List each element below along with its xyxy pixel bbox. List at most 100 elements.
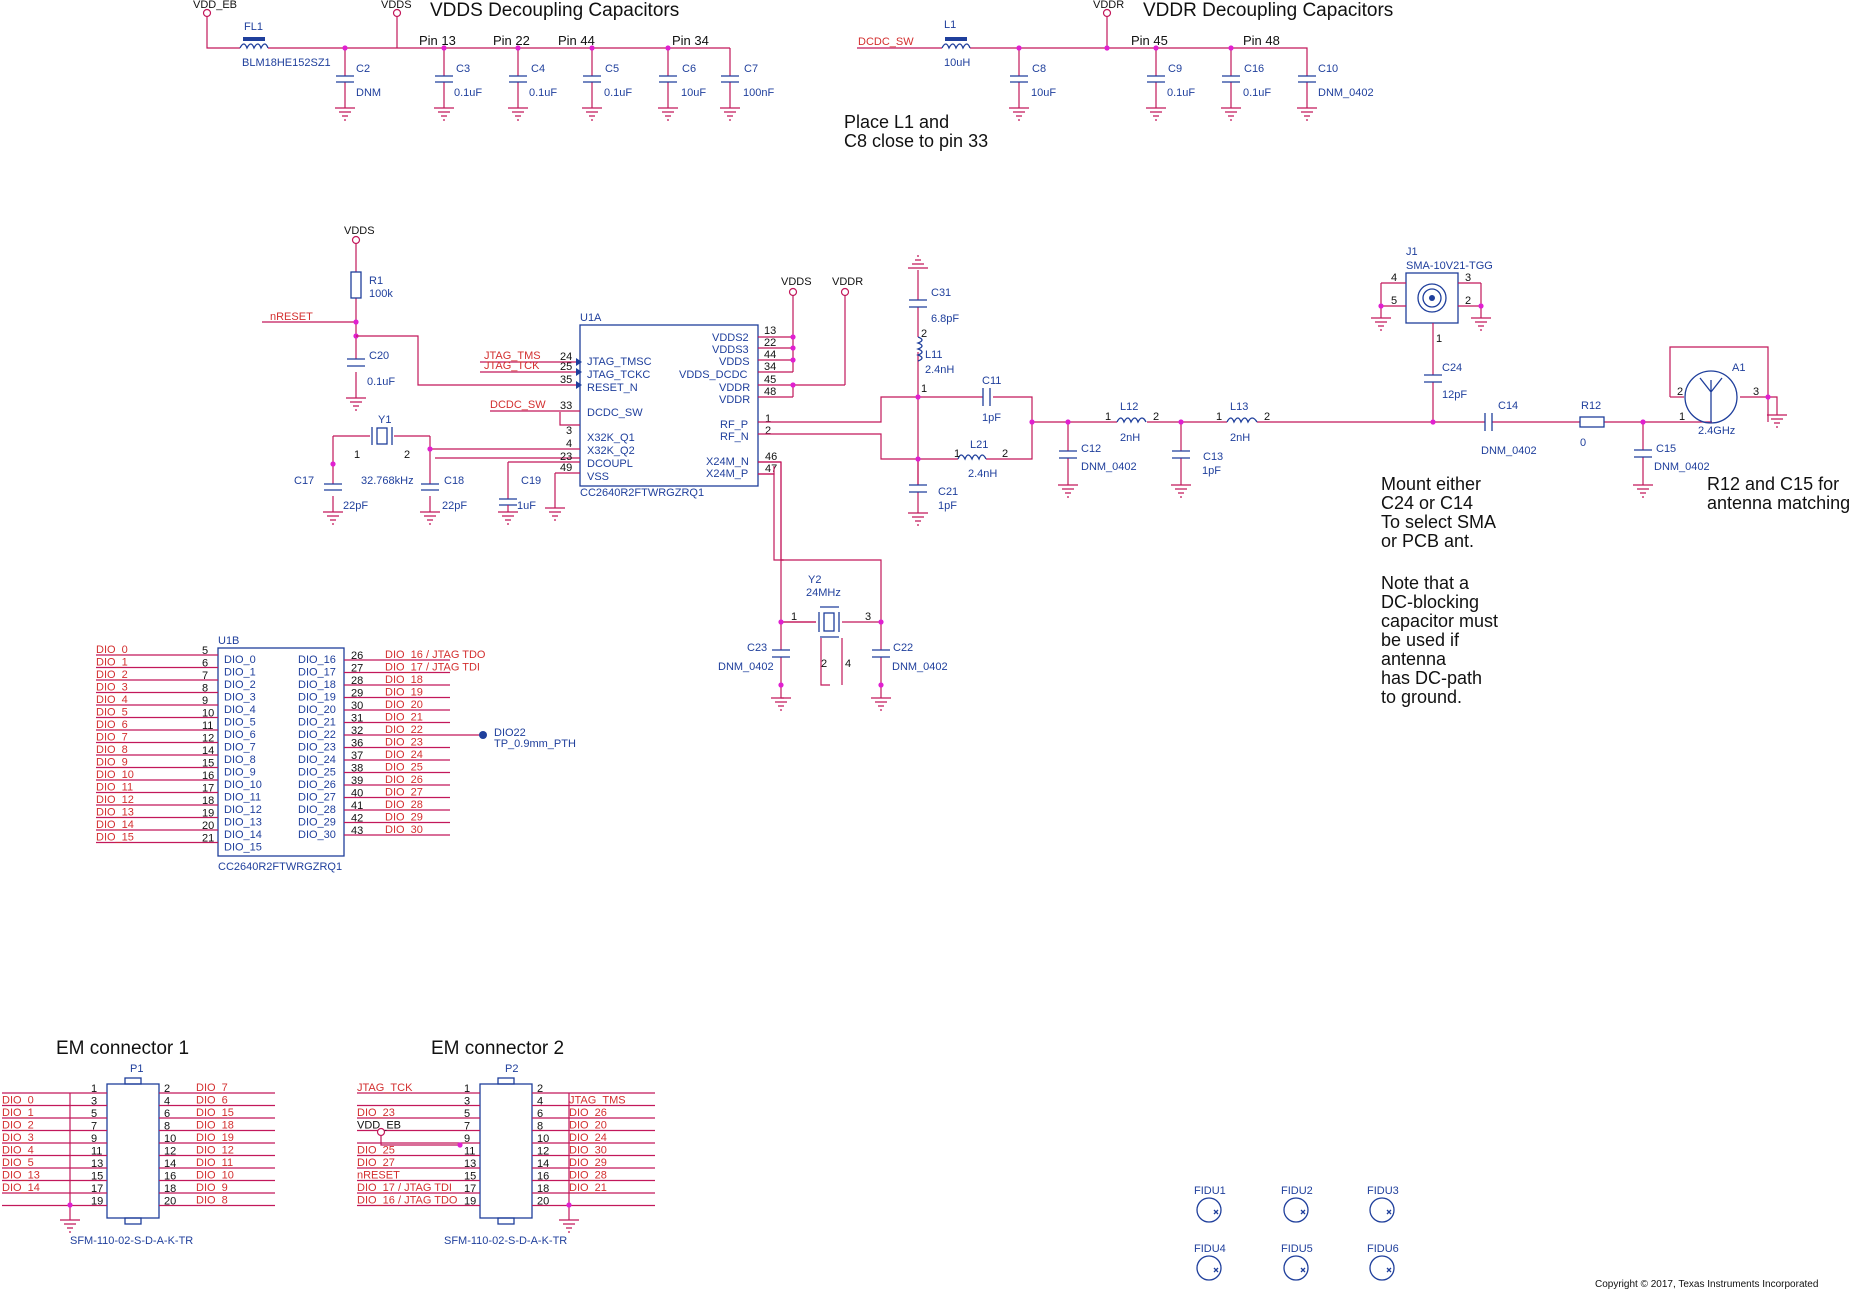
svg-text:1: 1 — [791, 611, 797, 623]
svg-text:J1: J1 — [1406, 246, 1418, 258]
u1b-left-pin-number: 10 — [202, 708, 214, 720]
u1b-left-netlabel: DIO_14 — [96, 819, 134, 831]
svg-text:VSS: VSS — [587, 471, 609, 483]
p1-right-netlabel: DIO_9 — [196, 1182, 228, 1194]
p2-right-pin-number: 4 — [537, 1096, 543, 1108]
u1b-right-pin-number: 36 — [351, 738, 363, 750]
l21-inductor — [957, 454, 987, 461]
vdd-eb-label: VDD_EB — [193, 0, 237, 11]
svg-text:1: 1 — [765, 413, 771, 425]
note-matching: R12 and C15 for antenna matching — [1707, 474, 1850, 513]
svg-text:4: 4 — [1391, 272, 1397, 284]
p1-left-pin-number: 11 — [91, 1146, 102, 1158]
svg-text:22pF: 22pF — [442, 500, 467, 512]
p2-right-netlabel: DIO_29 — [569, 1157, 607, 1169]
svg-text:C17: C17 — [294, 475, 314, 487]
antenna-icon — [1699, 377, 1723, 422]
u1b-left-netlabel: DIO_9 — [96, 757, 128, 769]
u1b-right-pin-number: 43 — [351, 825, 363, 837]
u1b-right-pin-number: 29 — [351, 688, 363, 700]
p1-left-netlabel: DIO_3 — [2, 1132, 34, 1144]
p1-left-pin-number: 5 — [91, 1108, 97, 1120]
svg-text:1: 1 — [921, 383, 927, 395]
svg-text:1pF: 1pF — [938, 500, 957, 512]
svg-text:C10: C10 — [1318, 63, 1338, 75]
p1-right-netlabel: DIO_11 — [196, 1157, 233, 1169]
heading-vddr: VDDR Decoupling Capacitors — [1143, 0, 1393, 21]
p1-right-netlabel: DIO_18 — [196, 1120, 234, 1132]
u1b-right-netlabel: DIO_30 — [385, 824, 423, 836]
j1-sma-connector — [1405, 272, 1459, 324]
vdds-power-symbol-reset — [351, 235, 361, 245]
u1b-right-netlabel: DIO_21 — [385, 712, 423, 724]
p1-left-pin-number: 15 — [91, 1171, 103, 1183]
u1b-left-pin-name: DIO_5 — [224, 717, 256, 729]
c12-capacitor — [1059, 450, 1077, 459]
vddr-bus-wire — [857, 47, 1308, 108]
svg-text:P1: P1 — [130, 1063, 143, 1075]
p1-right-netlabel: DIO_6 — [196, 1095, 228, 1107]
p2-right-pin-number: 18 — [537, 1183, 549, 1195]
svg-text:R12 and C15 for: R12 and C15 for — [1707, 474, 1839, 494]
u1b-left-pin-name: DIO_13 — [224, 817, 262, 829]
fiducial-label: FIDU5 — [1281, 1243, 1313, 1255]
svg-text:1: 1 — [354, 449, 360, 461]
svg-text:Pin 45: Pin 45 — [1131, 33, 1168, 48]
u1b-right-pin-name: DIO_29 — [298, 817, 336, 829]
svg-text:C15: C15 — [1656, 443, 1676, 455]
c23-capacitor — [772, 649, 790, 658]
fiducial-label: FIDU3 — [1367, 1185, 1399, 1197]
c19-capacitor — [499, 498, 517, 506]
svg-text:0.1uF: 0.1uF — [367, 376, 395, 388]
u1b-right-pin-name: DIO_28 — [298, 804, 336, 816]
p1-right-pin-number: 10 — [164, 1133, 176, 1145]
u1b-right-netlabel: DIO_25 — [385, 762, 423, 774]
c9-capacitor: Pin 45 C9 0.1uF — [1131, 33, 1195, 121]
svg-text:RF_N: RF_N — [720, 431, 749, 443]
svg-text:DNM_0402: DNM_0402 — [1318, 87, 1374, 99]
heading-em2: EM connector 2 — [431, 1038, 564, 1059]
p2-left-pin-number: 15 — [464, 1171, 476, 1183]
svg-text:C3: C3 — [456, 63, 470, 75]
p2-right-pin-number: 6 — [537, 1108, 543, 1120]
p2-right-pin-number: 12 — [537, 1146, 549, 1158]
svg-text:2: 2 — [1153, 411, 1159, 423]
u1b-left-netlabel: DIO_3 — [96, 682, 128, 694]
svg-text:C31: C31 — [931, 287, 951, 299]
u1b-right-netlabel: DIO_17 / JTAG TDI — [385, 662, 480, 674]
u1b-left-netlabel: DIO_15 — [96, 832, 134, 844]
u1b-right-pin-number: 41 — [351, 800, 363, 812]
svg-text:C8: C8 — [1032, 63, 1046, 75]
u1b-right-pin-name: DIO_30 — [298, 829, 336, 841]
svg-text:2: 2 — [1677, 386, 1683, 398]
u1b-left-pin-number: 17 — [202, 783, 214, 795]
svg-text:Note that a: Note that a — [1381, 573, 1470, 593]
svg-text:46: 46 — [765, 451, 777, 463]
p2-right-pin-number: 8 — [537, 1121, 543, 1133]
u1b-right-pin-name: DIO_19 — [298, 692, 336, 704]
p2-right-pin-number: 2 — [537, 1083, 543, 1095]
heading-vdds: VDDS Decoupling Capacitors — [430, 0, 679, 21]
p1-left-pin-number: 19 — [91, 1196, 103, 1208]
svg-text:C4: C4 — [531, 63, 545, 75]
svg-text:3: 3 — [1465, 272, 1471, 284]
svg-text:2nH: 2nH — [1230, 432, 1250, 444]
p2-left-pin-number: 1 — [464, 1083, 470, 1095]
vdds-bus-wire — [206, 17, 730, 49]
y1-crystal — [376, 427, 388, 445]
u1b-right-netlabel: DIO_27 — [385, 787, 423, 799]
svg-text:Y2: Y2 — [808, 574, 821, 586]
svg-text:JTAG_TMSC: JTAG_TMSC — [587, 356, 652, 368]
l11-inductor — [916, 336, 923, 362]
u1b-right-pin-name: DIO_22 — [298, 729, 336, 741]
p2-left-netlabel: nRESET — [357, 1170, 400, 1182]
svg-text:2.4nH: 2.4nH — [968, 468, 997, 480]
svg-text:VDDS_DCDC: VDDS_DCDC — [679, 369, 748, 381]
svg-text:C22: C22 — [893, 642, 913, 654]
svg-text:JTAG_TCKC: JTAG_TCKC — [587, 369, 650, 381]
svg-text:X24M_N: X24M_N — [706, 456, 749, 468]
y2-crystal — [823, 612, 835, 632]
u1b-right-pin-number: 26 — [351, 650, 363, 662]
u1b-left-pin-name: DIO_6 — [224, 729, 256, 741]
